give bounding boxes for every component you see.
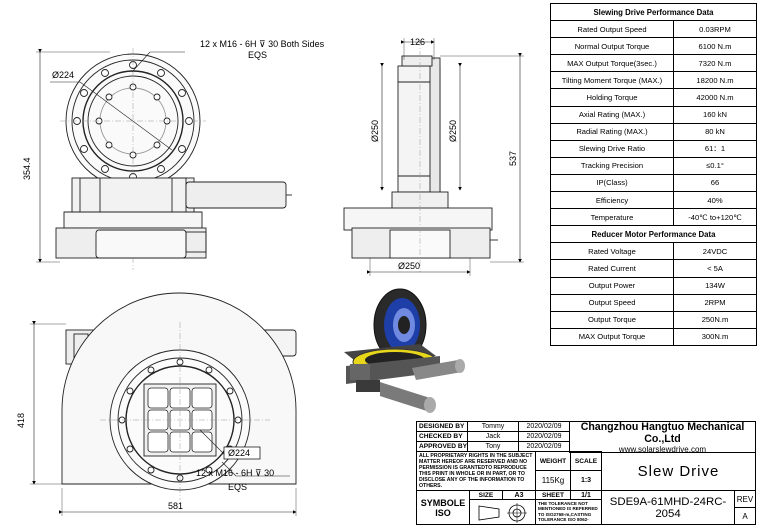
spec-label: Holding Torque (550, 88, 674, 107)
scale-value: 1:3 (570, 470, 602, 491)
spec-value: 61：1 (673, 139, 757, 158)
table-row: Tilting Moment Torque (MAX.)18200 N.m (550, 71, 757, 90)
side-dia-left: Ø250 (370, 120, 380, 142)
spec-value: 66 (673, 173, 757, 193)
symbol-label: SYMBOLE ISO (416, 490, 470, 525)
spec-label: Tilting Moment Torque (MAX.) (550, 71, 674, 90)
part-number: SDE9A-61MHD-24RC-2054 (601, 490, 735, 525)
projection-symbol-icon (478, 503, 527, 523)
spec-label: Output Speed (550, 293, 674, 312)
spec-label: Output Torque (550, 310, 674, 329)
spec-value: 160 kN (673, 105, 757, 124)
tolerance-note: THE TOLERANCE NOT MENTIONED IS REFERRED … (535, 499, 602, 525)
spec-value: 18200 N.m (673, 71, 757, 90)
spec-value: 300N.m (673, 327, 757, 346)
side-height-dim: 537 (508, 151, 518, 166)
company-name: Changzhou Hangtuo Mechanical Co.,Ltd (580, 421, 745, 445)
table-row: Axial Rating (MAX.)160 kN (550, 105, 757, 124)
spec-label: MAX Output Torque(3sec.) (550, 54, 674, 73)
bottom-bolt-note: 12 x M16 - 6H ⊽ 30 (196, 468, 274, 478)
table-row: Radial Rating (MAX.)80 kN (550, 122, 757, 141)
isometric-render (344, 288, 465, 413)
front-height-dim: 354.4 (22, 157, 32, 180)
spec-value: ≤0.1° (673, 156, 757, 175)
spec-label: Efficiency (550, 191, 674, 210)
plan-width-dim: 581 (168, 501, 183, 511)
spec-label: Radial Rating (MAX.) (550, 122, 674, 141)
spec-label: Temperature (550, 208, 674, 227)
spec-value: 40% (673, 191, 757, 210)
company-website: www.solarslewdrive.com (618, 444, 707, 453)
front-dia-224: Ø224 (52, 70, 74, 80)
plan-dia-224: Ø224 (228, 448, 250, 458)
spec-label: Slewing Drive Ratio (550, 139, 674, 158)
table-row: Rated Current< 5A (550, 259, 757, 278)
spec-value: 24VDC (673, 242, 757, 261)
spec-label: Rated Voltage (550, 242, 674, 261)
weight-value: 115Kg (535, 470, 571, 491)
spec-value: 250N.m (673, 310, 757, 329)
spec-value: 0.03RPM (673, 20, 757, 39)
front-view (36, 48, 292, 270)
table-section-header: Slewing Drive Performance Data (550, 2, 757, 22)
side-view (343, 38, 524, 276)
spec-label: Rated Output Speed (550, 20, 674, 39)
table-row: MAX Output Torque(3sec.)7320 N.m (550, 54, 757, 73)
side-bottom-dia: Ø250 (398, 261, 420, 271)
iso-symbol (469, 499, 536, 525)
company-box: Changzhou Hangtuo Mechanical Co.,Ltd www… (569, 421, 756, 453)
bottom-bolt-eqs: EQS (228, 482, 247, 492)
spec-label: Normal Output Torque (550, 37, 674, 56)
plan-view (30, 292, 297, 516)
spec-label: MAX Output Torque (550, 327, 674, 346)
top-bolt-note: 12 x M16 - 6H ⊽ 30 Both Sides (200, 39, 325, 49)
spec-value: 7320 N.m (673, 54, 757, 73)
table-row: Temperature-40℃ to+120℃ (550, 208, 757, 227)
spec-value: < 5A (673, 259, 757, 278)
spec-label: IP(Class) (550, 173, 674, 193)
spec-label: Tracking Precision (550, 156, 674, 175)
spec-value: 2RPM (673, 293, 757, 312)
spec-value: 134W (673, 276, 757, 295)
spec-value: 80 kN (673, 122, 757, 141)
rights-notice: ALL PROPRIETARY RIGHTS IN THE SUBJECT MA… (416, 451, 536, 491)
product-name: Slew Drive (601, 452, 756, 491)
spec-label: Axial Rating (MAX.) (550, 105, 674, 124)
table-row: Tracking Precision≤0.1° (550, 156, 757, 175)
side-width-dim: 126 (410, 37, 425, 47)
spec-label: Output Power (550, 276, 674, 295)
spec-value: -40℃ to+120℃ (673, 208, 757, 227)
top-bolt-eqs: EQS (248, 50, 267, 60)
table-row: IP(Class)66 (550, 173, 757, 193)
rev-value: A (734, 507, 756, 525)
spec-value: 6100 N.m (673, 37, 757, 56)
engineering-drawing: 12 x M16 - 6H ⊽ 30 Both Sides EQS Ø224 3… (16, 37, 524, 516)
spec-value: 42000 N.m (673, 88, 757, 107)
table-section-header: Reducer Motor Performance Data (550, 225, 757, 244)
weight-label: WEIGHT (535, 451, 571, 471)
spec-label: Rated Current (550, 259, 674, 278)
rev-label: REV (734, 490, 756, 508)
side-dia-right: Ø250 (448, 120, 458, 142)
title-block: DESIGNED BY Tommy 2020/02/09 CHECKED BY … (416, 421, 756, 525)
plan-height-dim: 418 (16, 413, 26, 428)
scale-label: SCALE (570, 451, 602, 471)
